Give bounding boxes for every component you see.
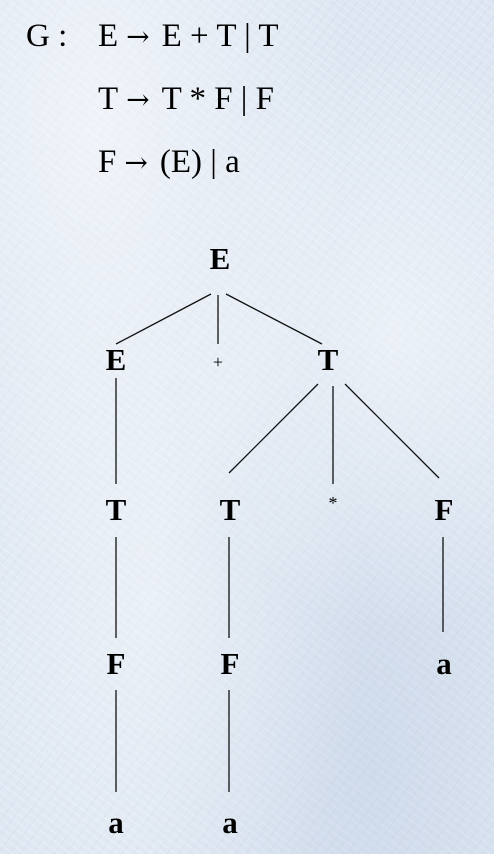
tree-node-f-left: F bbox=[106, 646, 126, 681]
tree-node-t: T bbox=[317, 342, 339, 377]
tree-node-e: E bbox=[105, 342, 127, 377]
edge-t-to-t bbox=[228, 383, 319, 474]
grammar-definition: G : E→E + T | T T→T * F | F F→(E) | a bbox=[0, 0, 494, 200]
edge-root-to-t bbox=[225, 293, 323, 345]
tree-node-t-left: T bbox=[105, 492, 127, 527]
tree-node-plus: + bbox=[212, 352, 224, 372]
derives-arrow-icon: → bbox=[126, 20, 150, 53]
grammar-name: G : bbox=[26, 18, 68, 54]
tree-node-a-right: a bbox=[436, 646, 452, 681]
production-rule-f: F→ (E) | a bbox=[98, 142, 240, 183]
production-rule-e: E→ E + T | T bbox=[98, 16, 279, 57]
derives-arrow-icon: → bbox=[126, 83, 150, 116]
production-rhs: E + T | T bbox=[161, 18, 279, 54]
tree-node-a-mid: a bbox=[222, 805, 238, 840]
tree-node-a-left: a bbox=[108, 805, 124, 840]
production-lhs: F bbox=[98, 144, 117, 180]
production-rule-t: T→ T * F | F bbox=[98, 79, 274, 120]
edge-root-to-e bbox=[115, 293, 212, 345]
production-lhs: T bbox=[98, 81, 119, 117]
production-lhs: E bbox=[98, 18, 119, 54]
tree-node-t-mid: T bbox=[219, 492, 241, 527]
derives-arrow-icon: → bbox=[124, 146, 148, 179]
edge-t-to-f-right bbox=[344, 383, 440, 479]
production-rhs: T * F | F bbox=[161, 81, 275, 117]
tree-node-f-right: F bbox=[434, 492, 454, 527]
tree-node-root: E bbox=[209, 241, 231, 276]
production-rhs: (E) | a bbox=[159, 144, 240, 180]
tree-node-star: * bbox=[328, 493, 338, 513]
tree-node-f-mid: F bbox=[220, 646, 240, 681]
